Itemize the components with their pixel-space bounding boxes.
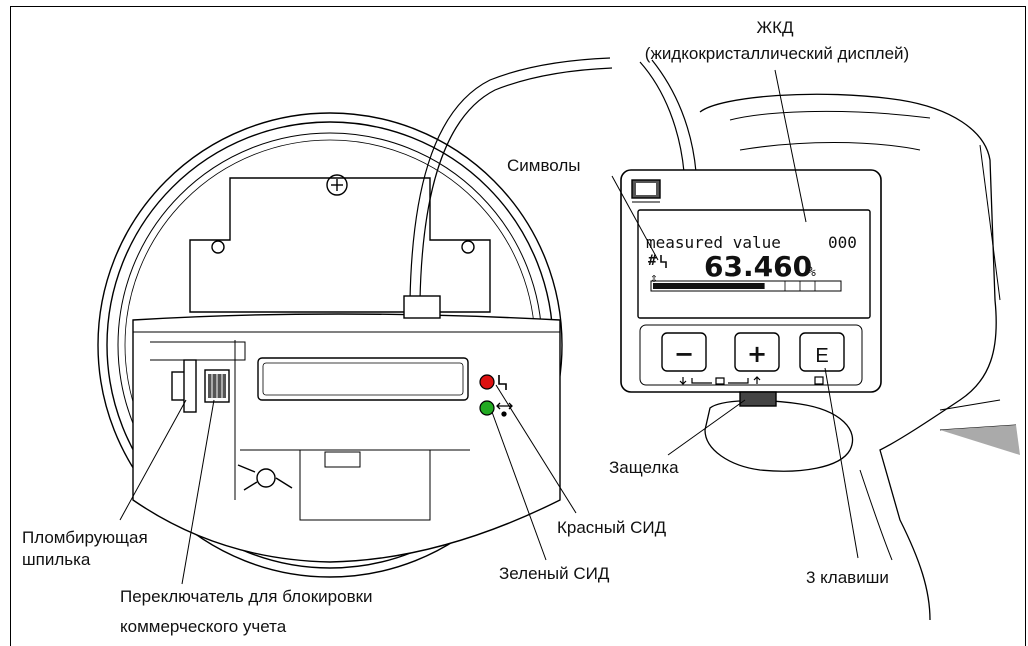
callout-keys <box>824 367 859 559</box>
lcd-hash-symbol: # <box>648 253 657 269</box>
minus-key-label: − <box>674 340 694 368</box>
enter-key <box>799 332 845 372</box>
callout-seal-pin <box>119 399 187 521</box>
housing-outer-ring <box>97 112 563 578</box>
upper-bracket <box>189 177 491 313</box>
label-red-led: Красный СИД <box>557 518 667 537</box>
label-latch: Защелка <box>609 458 679 477</box>
label-lcd-subtitle: (жидкокристаллический дисплей) <box>644 44 910 63</box>
label-lcd-title: ЖКД <box>756 18 794 37</box>
label-seal-pin-line1: Пломбирующая <box>22 528 148 547</box>
green-led <box>479 400 495 416</box>
enter-key-label: E <box>815 345 828 367</box>
terminal-window <box>257 357 469 401</box>
key-symbols <box>679 376 824 385</box>
lcd-unit: % <box>808 265 816 280</box>
phillips-screw-icon <box>326 174 348 196</box>
plus-key <box>734 332 780 372</box>
lightning-icon <box>498 375 507 390</box>
lamp-icon <box>237 464 293 491</box>
bargraph-fill <box>653 283 765 289</box>
cable <box>409 57 611 301</box>
hand-outline <box>699 93 997 621</box>
bracket-hole-left <box>211 240 225 254</box>
plus-key-label: + <box>747 340 767 368</box>
red-led <box>479 374 495 390</box>
figure-frame <box>10 6 1026 646</box>
lcd-updown-icon: ⇕ <box>650 271 658 286</box>
label-switch-line1: Переключатель для блокировки <box>120 587 373 606</box>
label-green-led: Зеленый СИД <box>499 564 610 583</box>
bracket-hole-right <box>461 240 475 254</box>
lcd-line1: measured value <box>646 233 781 252</box>
lock-switch <box>204 369 230 403</box>
callout-latch <box>667 399 746 456</box>
terminal-window-inner <box>262 362 464 396</box>
minus-key <box>661 332 707 372</box>
lcd-line1-code: 000 <box>828 233 857 252</box>
callout-red-led <box>495 384 577 514</box>
lcd-value: 63.460 <box>704 250 812 283</box>
latch <box>739 391 777 407</box>
cable-connector <box>403 295 441 319</box>
callout-symbols <box>611 175 659 261</box>
callout-switch <box>181 399 215 585</box>
callout-lcd <box>774 69 807 223</box>
label-symbols: Символы <box>507 156 581 175</box>
callout-green-led <box>491 411 547 561</box>
lcd-lightning-icon <box>660 255 667 268</box>
label-three-keys: 3 клавиши <box>806 568 889 587</box>
electronics-panel <box>132 313 561 563</box>
label-switch-line2: коммерческого учета <box>120 617 287 636</box>
label-seal-pin-line2: шпилька <box>22 550 91 569</box>
